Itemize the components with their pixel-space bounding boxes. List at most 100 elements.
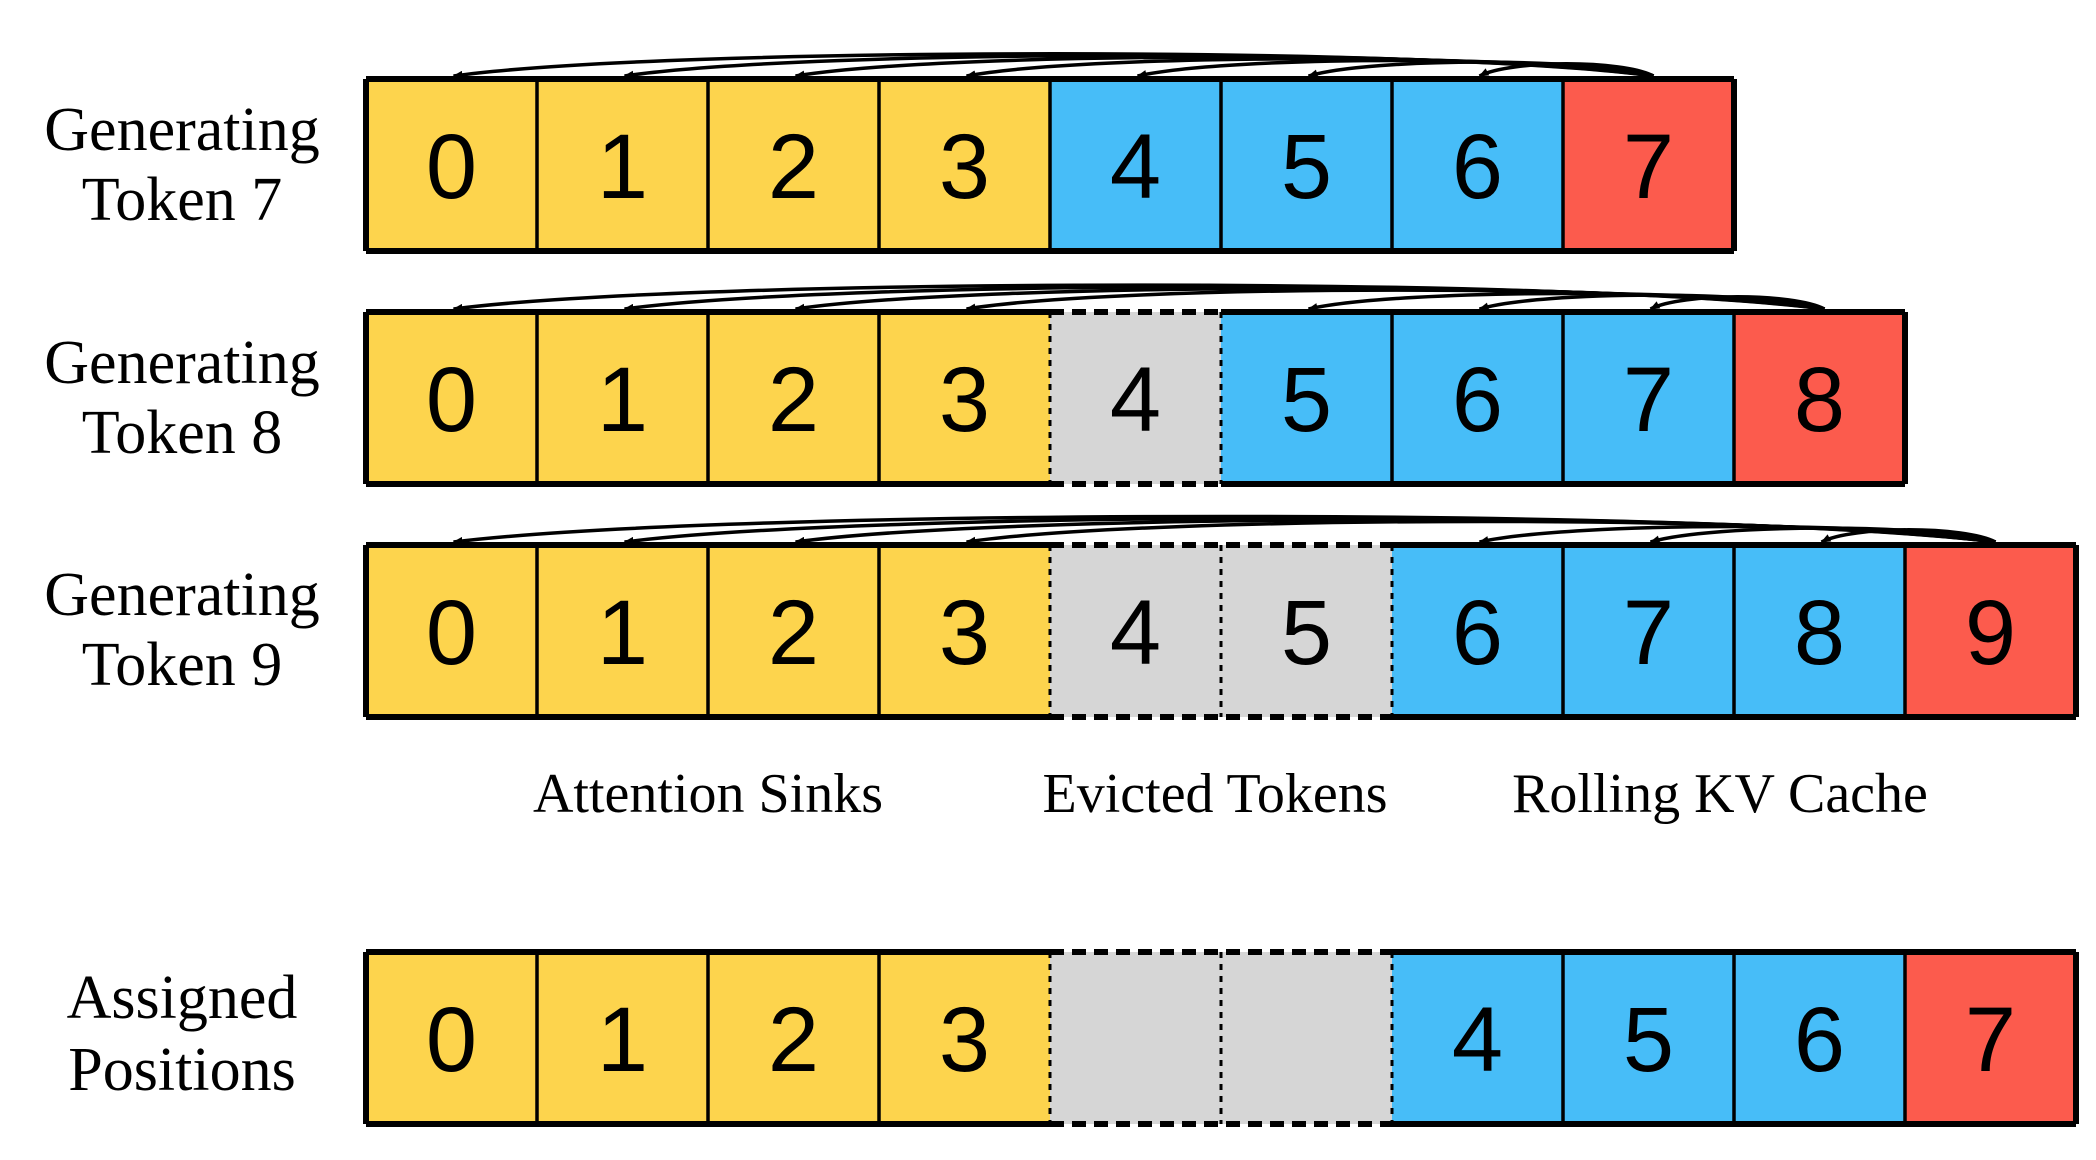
token-cell-current <box>1563 79 1734 251</box>
token-cell-current <box>1734 312 1905 484</box>
token-number: 1 <box>597 349 648 451</box>
token-number: 4 <box>1110 582 1161 684</box>
token-cell-sink <box>366 79 537 251</box>
attention-arcs <box>452 52 1655 79</box>
token-number: 0 <box>426 116 477 218</box>
token-cell-sink <box>537 312 708 484</box>
token-cell-evicted <box>1221 545 1392 717</box>
token-number: 4 <box>1110 349 1161 451</box>
token-cell-cache <box>1392 545 1563 717</box>
token-cell-current <box>1905 952 2076 1124</box>
token-cell-sink <box>366 312 537 484</box>
token-cell-sink <box>879 545 1050 717</box>
token-number: 7 <box>1623 582 1674 684</box>
token-cell-evicted <box>1221 952 1392 1124</box>
token-cell-cache <box>1221 79 1392 251</box>
token-number: 4 <box>1110 116 1161 218</box>
token-number: 2 <box>768 989 819 1091</box>
token-cell-evicted <box>1050 952 1221 1124</box>
row-label-2: Generating Token 8 <box>44 329 319 467</box>
row-label-4-line2: Positions <box>68 1036 295 1104</box>
attention-arcs <box>452 514 1997 545</box>
token-number: 5 <box>1281 349 1332 451</box>
token-cell-cache <box>1734 952 1905 1124</box>
token-cell-current <box>1905 545 2076 717</box>
token-number: 2 <box>768 582 819 684</box>
row-label-1: Generating Token 7 <box>44 96 319 234</box>
token-cell-sink <box>708 79 879 251</box>
token-number: 8 <box>1794 582 1845 684</box>
token-number: 3 <box>939 116 990 218</box>
token-cell-cache <box>1563 312 1734 484</box>
token-cell-cache <box>1563 545 1734 717</box>
row-label-3: Generating Token 9 <box>44 561 319 699</box>
token-cell-evicted <box>1050 312 1221 484</box>
token-number: 6 <box>1452 582 1503 684</box>
token-number: 2 <box>768 116 819 218</box>
token-number: 5 <box>1623 989 1674 1091</box>
token-cell-sink <box>879 952 1050 1124</box>
token-cell-cache <box>1050 79 1221 251</box>
token-number: 0 <box>426 989 477 1091</box>
attention-arrow <box>1649 295 1826 311</box>
token-number: 0 <box>426 582 477 684</box>
token-number: 2 <box>768 349 819 451</box>
token-cell-cache <box>1734 545 1905 717</box>
token-cell-evicted <box>1050 545 1221 717</box>
attention-arrow <box>1307 60 1654 78</box>
attention-arrow <box>1478 62 1655 78</box>
attention-arrow <box>1478 293 1825 311</box>
row-label-3-line1: Generating <box>44 561 319 629</box>
caption-attention-sinks: Attention Sinks <box>533 763 883 825</box>
token-number: 6 <box>1452 349 1503 451</box>
token-row-generating-7: 0 1 2 3 4 5 6 7 <box>363 52 1737 254</box>
row-label-2-line1: Generating <box>44 329 319 397</box>
token-number: 7 <box>1965 989 2016 1091</box>
token-number: 6 <box>1452 116 1503 218</box>
token-cell-sink <box>879 79 1050 251</box>
token-number: 0 <box>426 349 477 451</box>
token-cell-sink <box>537 952 708 1124</box>
token-number: 7 <box>1623 349 1674 451</box>
row-label-4-line1: Assigned <box>67 964 298 1032</box>
token-number: 4 <box>1452 989 1503 1091</box>
row-label-1-line2: Token 7 <box>82 166 283 234</box>
token-number: 5 <box>1281 116 1332 218</box>
token-cell-cache <box>1392 952 1563 1124</box>
attention-arcs <box>452 283 1826 312</box>
caption-rolling-kv-cache: Rolling KV Cache <box>1512 763 1928 825</box>
token-cell-cache <box>1563 952 1734 1124</box>
token-number: 9 <box>1965 582 2016 684</box>
token-cell-cache <box>1392 79 1563 251</box>
token-row-generating-8: 0 1 2 3 4 5 6 7 8 <box>363 283 1908 487</box>
token-row-generating-9: 0 1 2 3 4 5 6 7 8 9 <box>363 514 2079 720</box>
token-cell-sink <box>879 312 1050 484</box>
caption-evicted-tokens: Evicted Tokens <box>1043 763 1388 825</box>
token-cell-sink <box>708 312 879 484</box>
token-cell-sink <box>366 952 537 1124</box>
token-cell-sink <box>708 545 879 717</box>
token-cell-sink <box>708 952 879 1124</box>
token-cell-sink <box>537 79 708 251</box>
token-cell-cache <box>1221 312 1392 484</box>
attention-arrow <box>1649 526 1996 544</box>
row-label-1-line1: Generating <box>44 96 319 164</box>
token-cell-cache <box>1392 312 1563 484</box>
row-label-3-line2: Token 9 <box>82 631 283 699</box>
token-row-assigned-positions: 0 1 2 3 4 5 6 7 <box>363 949 2079 1127</box>
token-number: 5 <box>1281 582 1332 684</box>
attention-arrow <box>1820 528 1997 544</box>
row-label-2-line2: Token 8 <box>82 399 283 467</box>
token-number: 1 <box>597 989 648 1091</box>
token-number: 3 <box>939 349 990 451</box>
token-number: 7 <box>1623 116 1674 218</box>
token-number: 3 <box>939 989 990 1091</box>
token-number: 1 <box>597 582 648 684</box>
token-cell-sink <box>537 545 708 717</box>
token-number: 6 <box>1794 989 1845 1091</box>
token-number: 3 <box>939 582 990 684</box>
token-number: 8 <box>1794 349 1845 451</box>
token-number: 1 <box>597 116 648 218</box>
token-cell-sink <box>366 545 537 717</box>
